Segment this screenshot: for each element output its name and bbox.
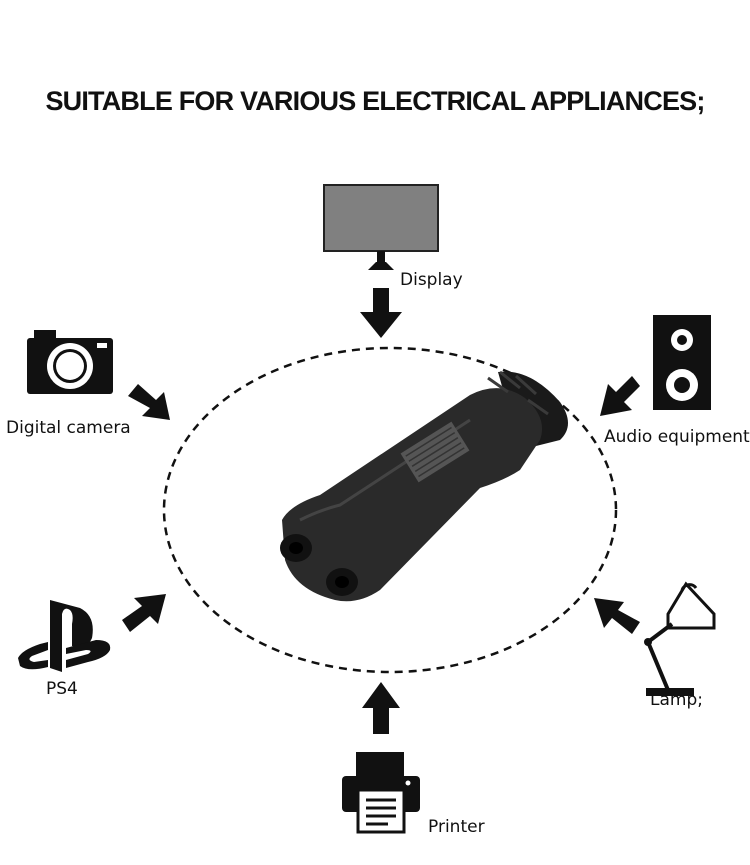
- label-lamp: Lamp;: [650, 690, 703, 710]
- printer-icon: [342, 752, 420, 834]
- headline: SUITABLE FOR VARIOUS ELECTRICAL APPLIANC…: [45, 86, 705, 116]
- label-printer: Printer: [428, 817, 485, 837]
- speaker-icon: [653, 315, 711, 410]
- label-audio: Audio equipment: [604, 427, 750, 447]
- camera-icon: [27, 330, 113, 394]
- connector-zone-ellipse: [162, 346, 618, 674]
- display-icon: [323, 184, 439, 270]
- figure-8-connector-image: [280, 370, 568, 602]
- playstation-logo: [18, 600, 111, 672]
- arrow-lamp: [594, 598, 640, 634]
- arrow-camera: [128, 384, 170, 420]
- label-camera: Digital camera: [6, 418, 131, 438]
- arrow-ps4: [122, 594, 166, 632]
- arrow-audio: [600, 376, 640, 416]
- arrow-display: [360, 288, 402, 338]
- label-ps4: PS4: [46, 679, 78, 699]
- label-display: Display: [400, 270, 463, 290]
- arrow-printer: [362, 682, 400, 734]
- desk-lamp-icon: [644, 581, 716, 696]
